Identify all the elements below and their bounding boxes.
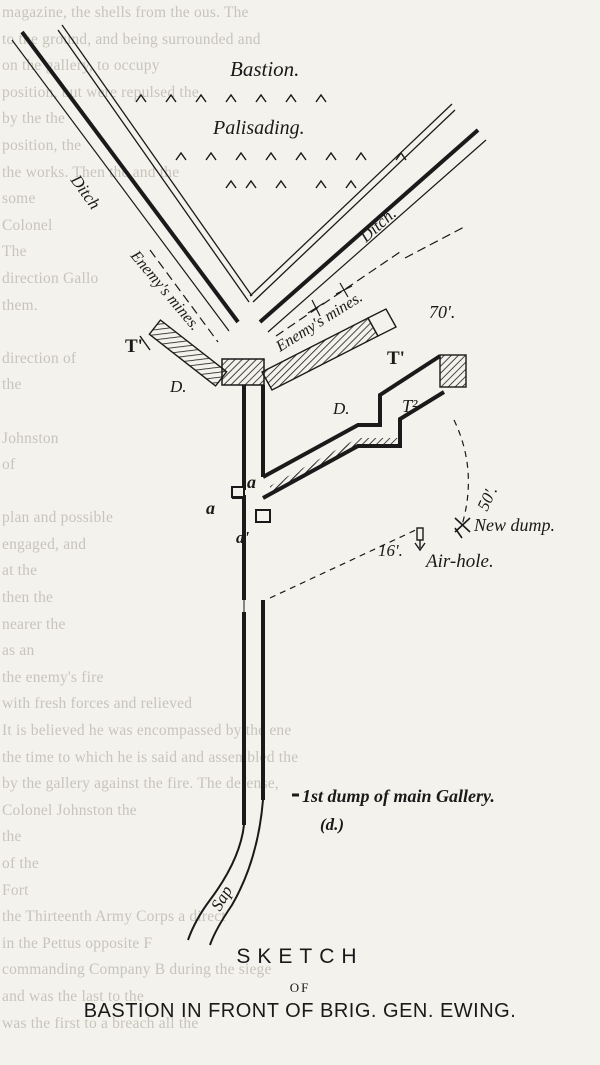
air-hole-marker bbox=[414, 527, 426, 552]
bleed-through-line: the Thirteenth Army Corps a direct bbox=[2, 908, 226, 926]
gallery-branch-hatch-2 bbox=[272, 440, 356, 494]
enemys-mines-lines bbox=[149, 225, 467, 343]
bleed-through-line: of bbox=[2, 456, 16, 474]
label-first-dump: 1st dump of main Gallery. bbox=[302, 786, 495, 806]
gallery-left-arm bbox=[139, 319, 228, 387]
label-t-prime-left: T' bbox=[125, 336, 143, 357]
label-a-left: a bbox=[206, 498, 215, 518]
bleed-through-line: by the the bbox=[2, 110, 66, 128]
bleed-through-line: It is believed he was encompassed by the… bbox=[2, 722, 292, 740]
bleed-through-line: The bbox=[2, 243, 27, 261]
bleed-through-line: and was the last to the bbox=[2, 987, 144, 1005]
bleed-through-line: some bbox=[2, 190, 36, 208]
label-ditch-left: Ditch bbox=[66, 170, 104, 213]
bleed-through-line: the time to which he is said and assembl… bbox=[2, 748, 299, 766]
label-a-prime: a' bbox=[236, 528, 250, 547]
bleed-through-line: as an bbox=[2, 642, 35, 660]
label-d-paren: (d.) bbox=[320, 815, 344, 834]
bleed-through-line: magazine, the shells from the ous. The bbox=[2, 4, 249, 21]
bleed-through-line: the enemy's fire bbox=[2, 668, 104, 686]
label-70: 70'. bbox=[429, 302, 455, 322]
bleed-through-line: them. bbox=[2, 296, 38, 314]
label-new-dump: New dump. bbox=[473, 515, 555, 535]
ditch-line-left bbox=[57, 24, 253, 303]
bleed-through-line: at the bbox=[2, 562, 38, 580]
bleed-through-line: the bbox=[2, 828, 22, 846]
label-50: 50'. bbox=[473, 483, 501, 514]
bleed-through-line: of the bbox=[2, 855, 39, 872]
mine-crosses bbox=[307, 282, 353, 317]
side-pit-a-prime bbox=[255, 509, 271, 523]
gallery-right-arm bbox=[261, 308, 397, 391]
bleed-through-line: direction Gallo bbox=[2, 269, 99, 287]
bleed-through-line: position, the bbox=[2, 136, 82, 154]
bleed-through-line: by the gallery against the fire. The def… bbox=[2, 775, 279, 793]
bleed-through-line: in the Pettus opposite F bbox=[2, 934, 153, 952]
label-air-hole: Air-hole. bbox=[424, 551, 494, 572]
bleed-through-line: engaged, and bbox=[2, 535, 87, 553]
bleed-through-line: Colonel Johnston the bbox=[2, 801, 137, 819]
label-16: 16'. bbox=[378, 541, 403, 560]
bastion-wall-left bbox=[11, 30, 240, 332]
bleed-through-line: Johnston bbox=[2, 429, 59, 447]
ditch-line-right bbox=[249, 103, 456, 303]
t-prime-chamber bbox=[221, 358, 265, 386]
bastion-wall-right bbox=[258, 128, 487, 333]
bleed-through-line: position, but were repulsed the bbox=[2, 83, 199, 101]
bleed-through-line: on the gallery, to occupy bbox=[2, 57, 160, 75]
bleed-through-line: commanding Company B during the siege bbox=[2, 961, 272, 979]
bleed-through-line: Colonel bbox=[2, 216, 53, 234]
bleed-through-line: the bbox=[2, 376, 22, 394]
new-dump-marker bbox=[454, 517, 471, 539]
label-ditch-right: Ditch. bbox=[355, 204, 400, 247]
dashed-line-new-dump bbox=[269, 527, 421, 599]
label-bastion: Bastion. bbox=[230, 57, 299, 81]
label-sap: Sap bbox=[207, 882, 236, 914]
gallery-branch-hatch bbox=[270, 438, 400, 495]
caption-title: SKETCH bbox=[236, 945, 364, 968]
caption-of: OF bbox=[289, 980, 311, 995]
bleed-through-line: direction of bbox=[2, 349, 77, 367]
label-t-squared: T² bbox=[402, 396, 418, 416]
bleed-through-line: with fresh forces and relieved bbox=[2, 695, 193, 713]
t2-chamber bbox=[439, 354, 467, 388]
palisade-marks bbox=[135, 93, 407, 189]
caption-subtitle: BASTION IN FRONT OF BRIG. GEN. EWING. bbox=[83, 1000, 517, 1022]
dashed-curve-50 bbox=[453, 419, 469, 526]
label-a-upper: a bbox=[247, 472, 256, 492]
bleed-through-line: nearer the bbox=[2, 615, 66, 633]
main-gallery bbox=[232, 385, 265, 825]
bleed-through-line: the works. Then the and the bbox=[2, 163, 180, 181]
bleed-through-line: plan and possible bbox=[2, 509, 114, 527]
label-t-prime-right: T' bbox=[387, 348, 405, 369]
label-d-left: D. bbox=[169, 377, 187, 396]
bleed-through-line: then the bbox=[2, 589, 54, 607]
bleed-through-line: Fort bbox=[2, 881, 29, 899]
bleed-through-line: was the first to a breach all the bbox=[2, 1014, 199, 1032]
label-palisading: Palisading. bbox=[212, 117, 305, 139]
side-pit-a bbox=[231, 486, 245, 498]
sap-trench bbox=[187, 799, 264, 946]
label-d-right: D. bbox=[332, 399, 350, 418]
